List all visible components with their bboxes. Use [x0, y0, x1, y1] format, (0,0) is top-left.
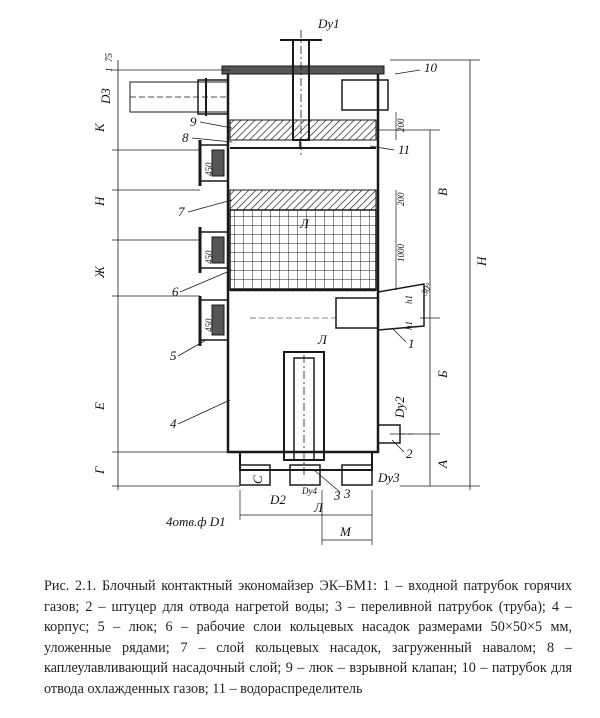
flue-outlet-pipe	[341, 79, 389, 111]
dim-450-c: 450	[204, 318, 214, 332]
top-cap	[221, 65, 385, 75]
dim-holes: 4отв.ф D1	[166, 514, 226, 529]
gas-inlet-pipe	[377, 283, 425, 331]
dim-n-left: Н	[92, 196, 107, 207]
random-packed-layer	[229, 189, 377, 211]
part-6: 6	[172, 284, 179, 299]
hatch-lower	[198, 296, 229, 346]
dim-g: Г	[92, 466, 107, 475]
dim-v1: 1	[104, 68, 114, 73]
dim-v: В	[435, 188, 450, 196]
dim-e: Е	[92, 402, 107, 411]
dim-l-mid: Л	[317, 332, 328, 347]
base-frame	[239, 451, 373, 471]
part-10: 10	[424, 60, 438, 75]
part-2: 2	[406, 446, 413, 461]
part-11: 11	[398, 142, 410, 157]
droplet-catcher-layer	[229, 119, 377, 141]
dim-l-bottom: Л	[313, 500, 324, 515]
dim-75: 75	[104, 53, 114, 63]
part-8: 8	[182, 130, 189, 145]
dim-450-a: 450	[204, 162, 214, 176]
dim-s: С	[250, 475, 265, 484]
part-1: 1	[408, 336, 415, 351]
dim-k: К	[92, 122, 107, 133]
dim-dy3: Dy3	[377, 470, 400, 485]
hatch-upper	[198, 140, 229, 186]
economizer-drawing: Dy1 D3 1 75 К Н Ж Е Г В Н Б А Л Л Л М С …	[92, 16, 489, 545]
dim-dy4: Dy4	[301, 486, 317, 496]
dim-h1-left: h1	[404, 321, 414, 330]
dim-m: М	[339, 524, 352, 539]
dim-h: Н	[474, 256, 489, 267]
dim-b: Б	[435, 370, 450, 379]
dim-200-b: 200	[396, 192, 406, 206]
working-packing-grid	[229, 209, 377, 291]
dim-h1-right: h1	[404, 295, 414, 304]
part-5: 5	[170, 348, 177, 363]
dim-angle: 30°	[419, 281, 435, 298]
part-9: 9	[190, 114, 197, 129]
dim-l-top: Л	[299, 216, 310, 231]
dim-dy1: Dy1	[317, 16, 340, 31]
figure-caption: Рис. 2.1. Блочный контактный экономайзер…	[44, 578, 572, 697]
dim-a: А	[435, 460, 450, 469]
dim-3: 3	[333, 488, 341, 503]
part-7: 7	[178, 204, 185, 219]
dim-200-a: 200	[396, 118, 406, 132]
dim-dy2: Dy2	[392, 396, 407, 419]
dim-zh: Ж	[92, 265, 107, 279]
part-3: 3	[343, 486, 351, 501]
dim-450-b: 450	[204, 250, 214, 264]
dim-1000: 1000	[396, 244, 406, 263]
dim-d2: D2	[269, 492, 286, 507]
hatch-middle	[198, 227, 229, 273]
dim-d3: D3	[98, 88, 113, 105]
part-4: 4	[170, 416, 177, 431]
